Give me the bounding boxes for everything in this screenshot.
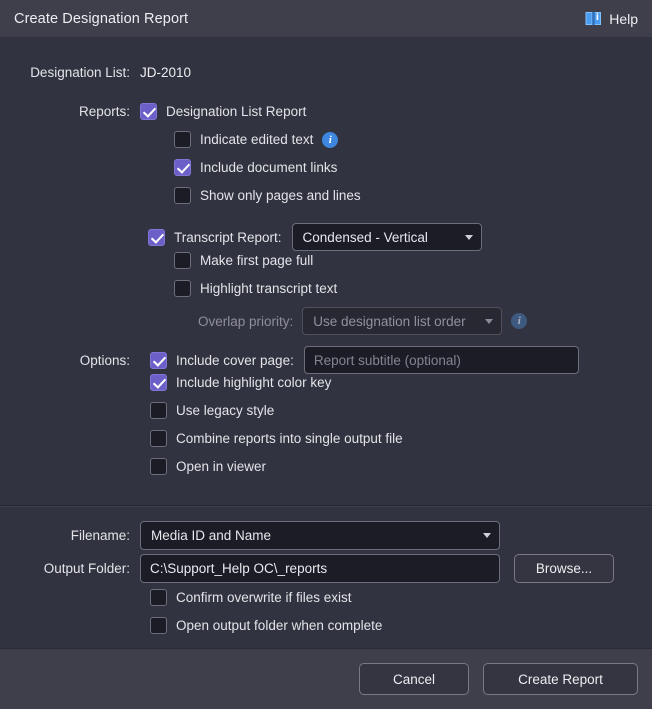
report-subtitle-input[interactable]: Report subtitle (optional) (304, 346, 579, 374)
options-row: Options: Include cover page: Report subt… (0, 346, 579, 374)
checkbox-box (150, 458, 167, 475)
reports-row: Reports: Designation List Report (0, 103, 306, 120)
checkbox-box (150, 589, 167, 606)
options-label: Options: (0, 353, 140, 368)
dialog-footer: Cancel Create Report (0, 648, 652, 709)
checkbox-box (148, 229, 165, 246)
checkbox-confirm-overwrite[interactable]: Confirm overwrite if files exist (150, 589, 352, 606)
filename-select[interactable]: Media ID and Name (140, 521, 500, 550)
filename-row: Filename: Media ID and Name (0, 521, 500, 550)
show-only-pages-and-lines-row: Show only pages and lines (174, 187, 361, 204)
checkbox-label: Show only pages and lines (200, 188, 361, 203)
checkbox-box (150, 402, 167, 419)
dialog-body: Designation List: JD-2010 Reports: Desig… (0, 37, 652, 648)
checkbox-include-document-links[interactable]: Include document links (174, 159, 337, 176)
checkbox-label: Make first page full (200, 253, 313, 268)
browse-button[interactable]: Browse... (514, 554, 614, 583)
checkbox-box (140, 103, 157, 120)
chevron-down-icon (483, 533, 491, 538)
designation-list-row: Designation List: JD-2010 (0, 65, 191, 80)
highlight-transcript-text-row: Highlight transcript text (174, 280, 337, 297)
checkbox-include-cover-page[interactable]: Include cover page: (150, 352, 294, 369)
checkbox-indicate-edited-text[interactable]: Indicate edited text (174, 131, 313, 148)
overlap-priority-row: Overlap priority: Use designation list o… (198, 307, 527, 335)
reports-label: Reports: (0, 104, 140, 119)
make-first-page-full-row: Make first page full (174, 252, 313, 269)
filename-value: Media ID and Name (151, 528, 473, 543)
checkbox-label: Designation List Report (166, 104, 306, 119)
checkbox-box (174, 280, 191, 297)
use-legacy-style-row: Use legacy style (150, 402, 274, 419)
checkbox-combine-reports[interactable]: Combine reports into single output file (150, 430, 403, 447)
create-report-button[interactable]: Create Report (483, 663, 638, 695)
checkbox-label: Indicate edited text (200, 132, 313, 147)
transcript-format-value: Condensed - Vertical (303, 230, 455, 245)
checkbox-box (150, 430, 167, 447)
checkbox-label: Highlight transcript text (200, 281, 337, 296)
output-folder-input[interactable]: C:\Support_Help OC\_reports (140, 554, 500, 583)
checkbox-make-first-page-full[interactable]: Make first page full (174, 252, 313, 269)
indicate-edited-text-row: Indicate edited text i (174, 131, 338, 148)
checkbox-box (174, 187, 191, 204)
checkbox-designation-list-report[interactable]: Designation List Report (140, 103, 306, 120)
checkbox-box (150, 374, 167, 391)
checkbox-label: Confirm overwrite if files exist (176, 590, 352, 605)
checkbox-open-in-viewer[interactable]: Open in viewer (150, 458, 266, 475)
checkbox-highlight-transcript-text[interactable]: Highlight transcript text (174, 280, 337, 297)
checkbox-label: Open in viewer (176, 459, 266, 474)
checkbox-box (150, 352, 167, 369)
confirm-overwrite-row: Confirm overwrite if files exist (150, 589, 352, 606)
checkbox-box (174, 131, 191, 148)
include-highlight-color-key-row: Include highlight color key (150, 374, 331, 391)
checkbox-transcript-report[interactable]: Transcript Report: (148, 229, 282, 246)
overlap-priority-label: Overlap priority: (198, 314, 293, 329)
section-divider-highlight (0, 506, 652, 507)
checkbox-label: Combine reports into single output file (176, 431, 403, 446)
overlap-priority-select[interactable]: Use designation list order (302, 307, 502, 335)
checkbox-show-only-pages-and-lines[interactable]: Show only pages and lines (174, 187, 361, 204)
include-document-links-row: Include document links (174, 159, 337, 176)
open-in-viewer-row: Open in viewer (150, 458, 266, 475)
checkbox-box (174, 159, 191, 176)
checkbox-label: Include document links (200, 160, 337, 175)
checkbox-label: Use legacy style (176, 403, 274, 418)
info-icon[interactable]: i (511, 313, 527, 329)
open-output-folder-row: Open output folder when complete (150, 617, 382, 634)
checkbox-label: Transcript Report: (174, 230, 282, 245)
info-icon[interactable]: i (322, 132, 338, 148)
title-bar: Create Designation Report Help (0, 0, 652, 37)
help-label: Help (609, 11, 638, 27)
transcript-format-select[interactable]: Condensed - Vertical (292, 223, 482, 251)
output-folder-row: Output Folder: C:\Support_Help OC\_repor… (0, 554, 614, 583)
checkbox-label: Open output folder when complete (176, 618, 382, 633)
checkbox-label: Include cover page: (176, 353, 294, 368)
cancel-button[interactable]: Cancel (359, 663, 469, 695)
checkbox-box (174, 252, 191, 269)
book-info-icon (585, 11, 602, 26)
designation-list-label: Designation List: (0, 65, 140, 80)
dialog-title: Create Designation Report (14, 11, 188, 27)
designation-list-value: JD-2010 (140, 65, 191, 80)
help-button[interactable]: Help (585, 11, 638, 27)
combine-reports-row: Combine reports into single output file (150, 430, 403, 447)
checkbox-include-highlight-color-key[interactable]: Include highlight color key (150, 374, 331, 391)
checkbox-box (150, 617, 167, 634)
chevron-down-icon (465, 235, 473, 240)
filename-label: Filename: (0, 528, 140, 543)
transcript-report-row: Transcript Report: Condensed - Vertical (148, 223, 482, 251)
checkbox-open-output-folder[interactable]: Open output folder when complete (150, 617, 382, 634)
overlap-priority-value: Use designation list order (313, 314, 475, 329)
output-folder-label: Output Folder: (0, 561, 140, 576)
chevron-down-icon (485, 319, 493, 324)
checkbox-label: Include highlight color key (176, 375, 331, 390)
checkbox-use-legacy-style[interactable]: Use legacy style (150, 402, 274, 419)
